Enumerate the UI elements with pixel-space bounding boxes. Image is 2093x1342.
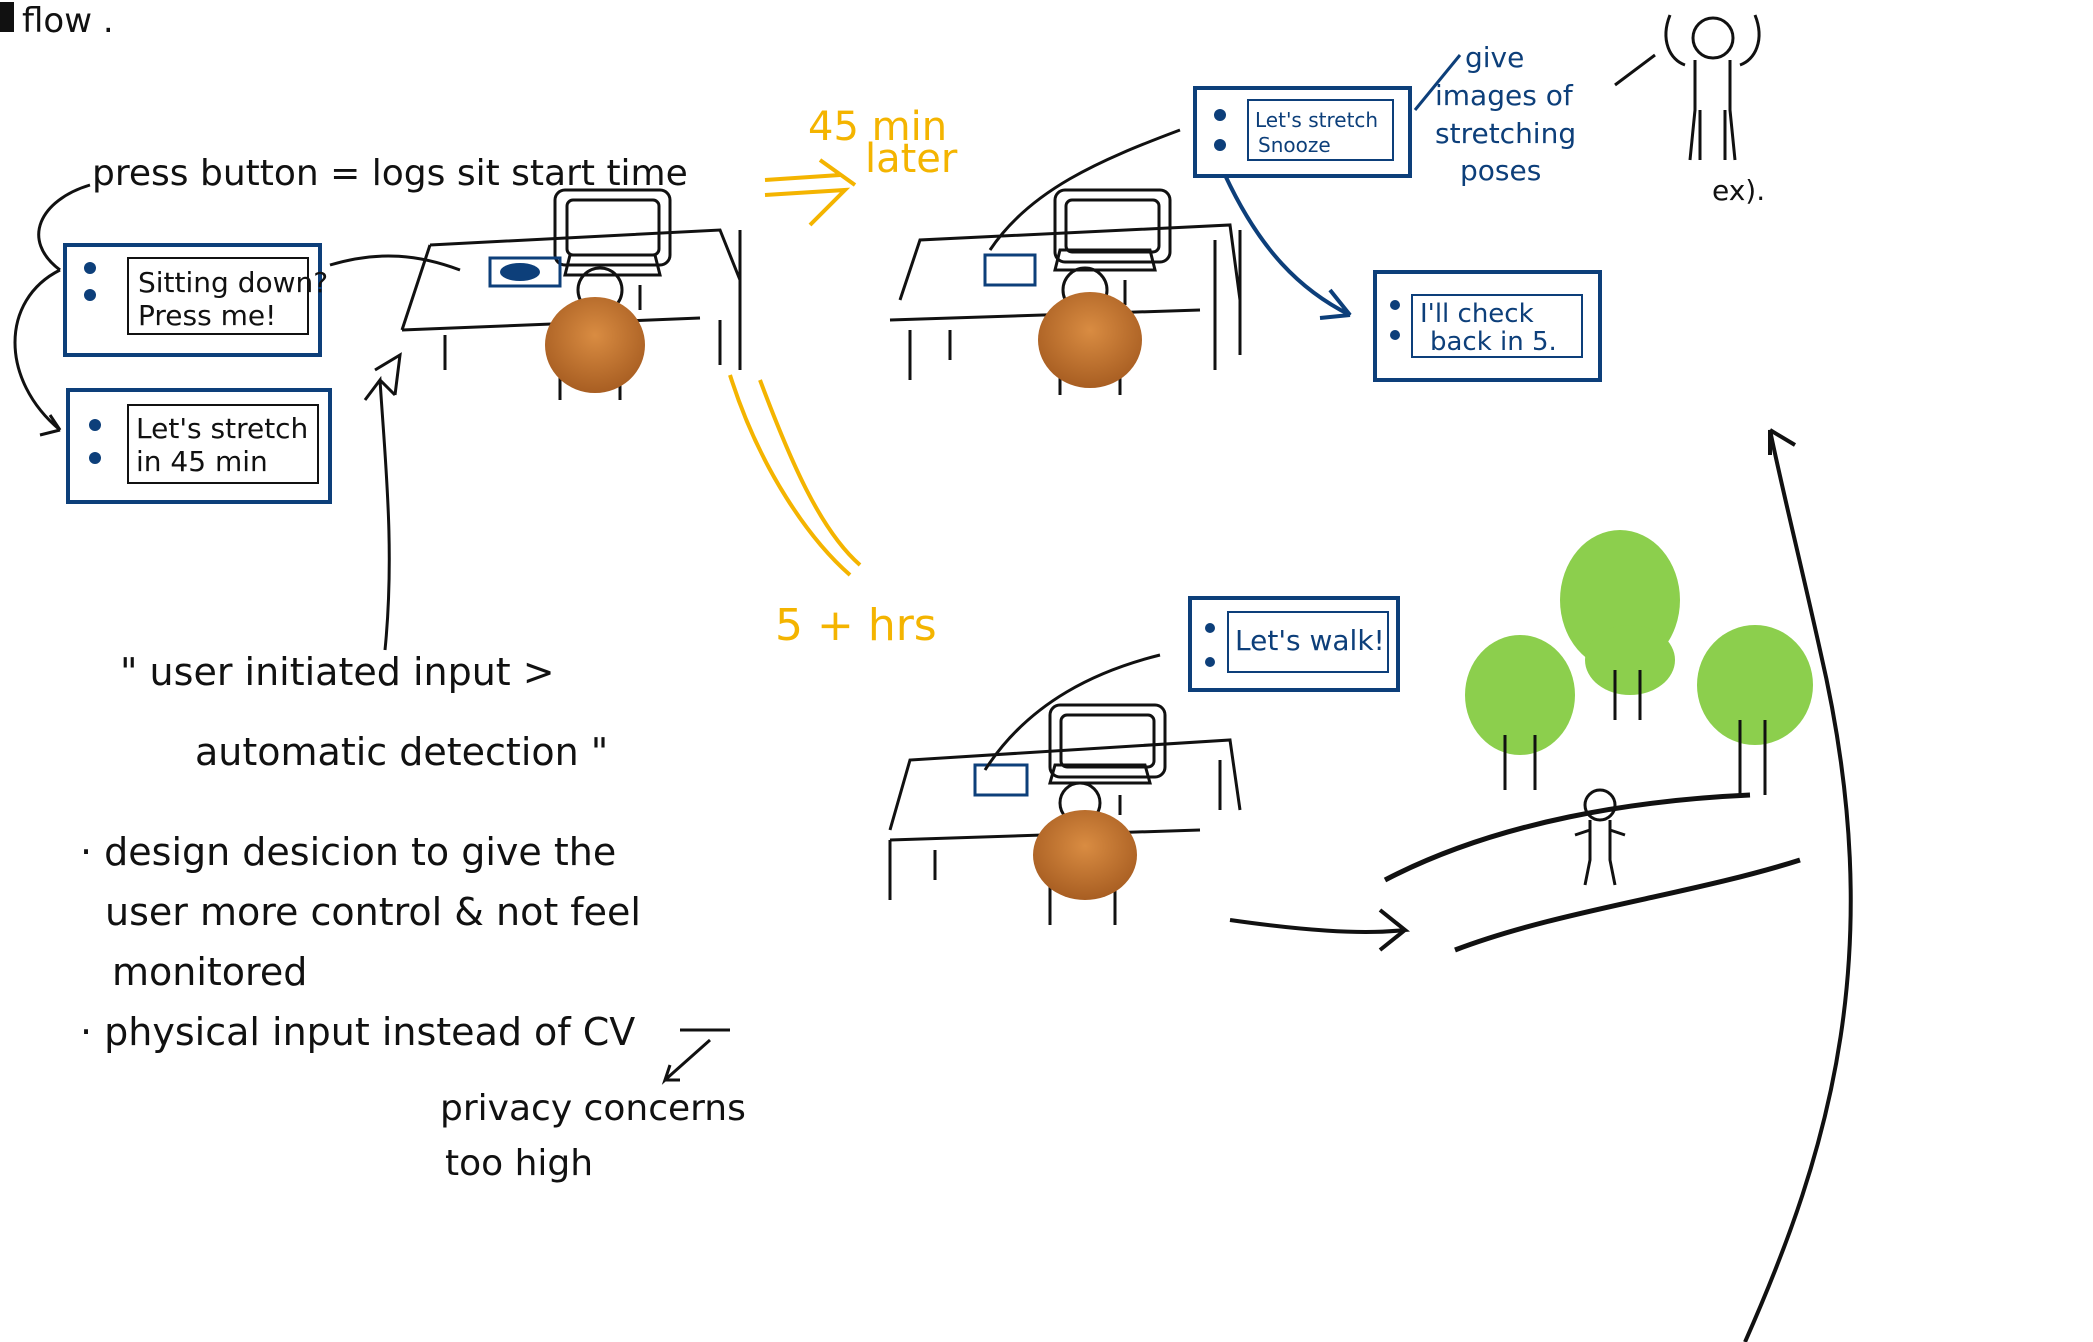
scene1-device-sitting: Sitting down? Press me! xyxy=(63,243,328,357)
check-back-line2: back in 5. xyxy=(1430,327,1557,357)
park-scene xyxy=(1383,530,1813,953)
press-button-note: press button = logs sit start time xyxy=(92,153,688,194)
check-back-line1: I'll check xyxy=(1420,299,1534,329)
tree-right xyxy=(1697,625,1813,795)
time-5hrs: 5 + hrs xyxy=(775,600,937,651)
scene1-arrow-up xyxy=(363,375,397,651)
scene1-device-stretch: Let's stretch in 45 min xyxy=(66,388,332,504)
give-images-2: images of xyxy=(1435,79,1574,112)
scene3-button-device xyxy=(973,763,1029,797)
scene1-desk xyxy=(374,188,742,400)
give-images-3: stretching xyxy=(1435,117,1576,150)
time-45min: 45 min xyxy=(808,104,947,150)
yellow-arrow-down xyxy=(728,374,862,577)
yellow-arrow-right xyxy=(764,158,857,227)
scene3-pointer xyxy=(983,653,1161,771)
cursor-mark xyxy=(0,2,14,32)
return-arrow xyxy=(1743,428,1853,1342)
scene1-button-device xyxy=(488,256,562,288)
bullet1-line2: user more control & not feel xyxy=(105,890,641,934)
scene1-pointer xyxy=(329,254,461,272)
give-images-pointer xyxy=(1413,54,1462,111)
scene1-chair xyxy=(545,297,645,393)
snooze-arrow xyxy=(1223,174,1352,320)
scene2-chair xyxy=(1038,292,1142,388)
stretch-figure-example xyxy=(1614,14,1761,161)
tree-middle xyxy=(1560,530,1680,720)
quote-line1: " user initiated input > xyxy=(120,650,555,694)
stretch-now-line1: Let's stretch xyxy=(1255,108,1378,132)
scene2-pointer xyxy=(988,128,1181,251)
bullet1-line1: · design desicion to give the xyxy=(80,830,616,874)
walk-prompt: Let's walk! xyxy=(1235,624,1385,657)
scene1-button-press xyxy=(500,263,540,281)
scene3-device-walk: Let's walk! xyxy=(1188,596,1400,692)
bracket-arrow-down xyxy=(13,268,62,437)
example-label: ex). xyxy=(1712,174,1765,207)
snooze-label: Snooze xyxy=(1258,133,1331,157)
scene3-arrow-right xyxy=(1229,908,1411,952)
sitting-prompt-line2: Press me! xyxy=(138,299,276,332)
give-images-4: poses xyxy=(1460,154,1541,187)
bullet2-sub2: too high xyxy=(445,1143,593,1184)
cv-arrow xyxy=(661,1038,711,1085)
stretch-prompt-line1: Let's stretch xyxy=(136,412,308,445)
bullet2-sub1: privacy concerns xyxy=(440,1088,746,1129)
page-title: flow . xyxy=(22,1,114,41)
scene3-chair xyxy=(1033,810,1137,900)
scene2-button-device xyxy=(983,253,1037,287)
give-images-1: give xyxy=(1465,41,1524,74)
time-later: later xyxy=(865,136,958,182)
bullet2-line: · physical input instead of CV xyxy=(80,1010,635,1054)
stretch-prompt-line2: in 45 min xyxy=(136,445,268,478)
bullet1-line3: monitored xyxy=(112,950,307,994)
scene2-device-check: I'll check back in 5. xyxy=(1373,270,1602,382)
walking-figure xyxy=(1574,788,1626,886)
tree-left xyxy=(1465,635,1575,790)
press-button-bracket xyxy=(37,183,91,272)
quote-line2: automatic detection " xyxy=(195,730,608,774)
sitting-prompt-line1: Sitting down? xyxy=(138,266,328,299)
scene2-device-stretch: Let's stretch Snooze xyxy=(1193,86,1412,178)
